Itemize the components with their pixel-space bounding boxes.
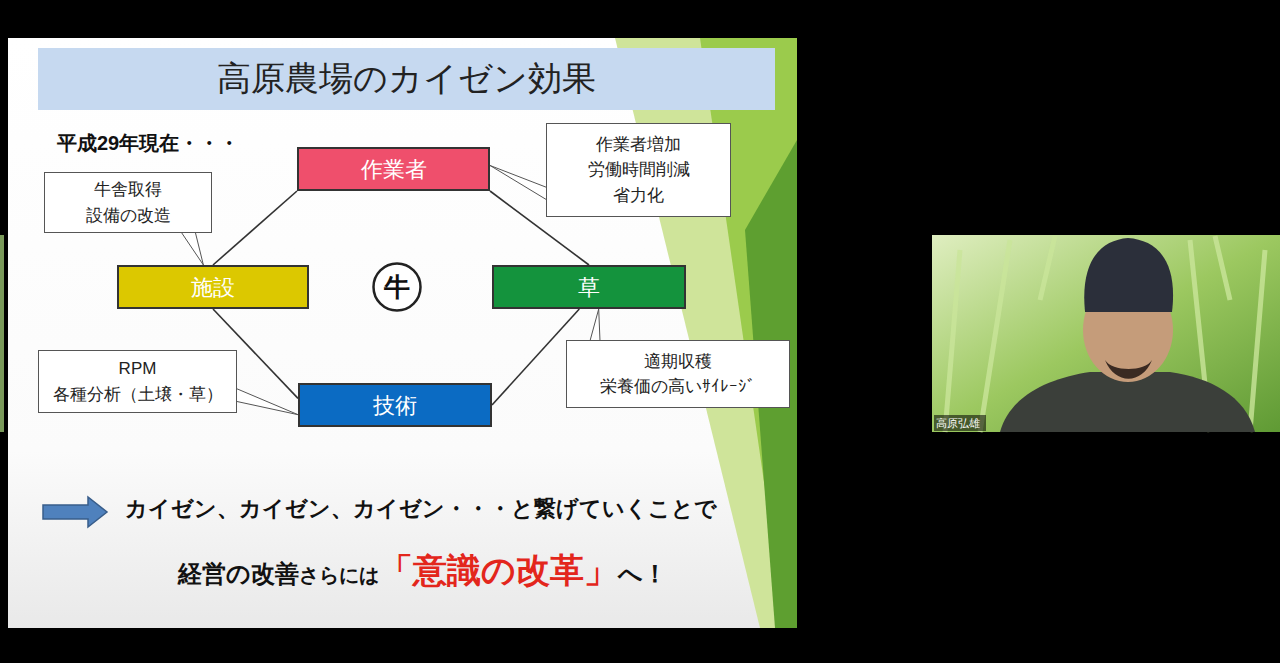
callout-box: 牛舎取得 設備の改造 (44, 172, 212, 233)
callout-box: 作業者増加 労働時間削減 省力化 (546, 123, 731, 217)
slide (8, 38, 797, 628)
emphasis-text: 「意識の改革」 (379, 548, 618, 594)
callout-text: RPM 各種分析（土壌・草） (53, 356, 223, 407)
node-label: 技術 (373, 389, 417, 422)
process-box: 草 (492, 265, 686, 309)
title-band: 高原農場のカイゼン効果 (38, 48, 775, 110)
date-note: 平成29年現在・・・ (57, 130, 239, 157)
node-label: 施設 (191, 271, 235, 304)
node-label: 牛 (384, 268, 410, 307)
summary-text: カイゼン、カイゼン、カイゼン・・・と繋げていくことで (125, 494, 717, 524)
center-circle: 牛 (372, 262, 422, 312)
conclusion-line: 経営の改善さらには「意識の改革」へ！ (178, 548, 667, 594)
conclusion-text: へ！ (618, 558, 667, 590)
conclusion-text: 経営の改善 (178, 558, 299, 590)
process-box: 施設 (117, 265, 309, 309)
side-video-sliver (0, 235, 4, 432)
callout-box: RPM 各種分析（土壌・草） (38, 350, 237, 413)
hexagon-line (213, 191, 297, 265)
callout-text: 牛舎取得 設備の改造 (86, 177, 171, 228)
process-box: 作業者 (297, 147, 490, 191)
block-arrow (43, 497, 107, 527)
callout-text: 適期収穫 栄養価の高いｻｲﾚｰｼﾞ (600, 349, 756, 400)
participant-name: 高原弘雄 (936, 416, 980, 430)
webcam-video (932, 235, 1280, 432)
node-label: 草 (578, 271, 600, 304)
conclusion-text: さらには (299, 562, 379, 589)
callout-text: 作業者増加 労働時間削減 省力化 (588, 132, 690, 209)
callout-box: 適期収穫 栄養価の高いｻｲﾚｰｼﾞ (566, 340, 790, 408)
slide-title: 高原農場のカイゼン効果 (217, 56, 596, 102)
process-box: 技術 (298, 383, 492, 427)
node-label: 作業者 (361, 153, 427, 186)
